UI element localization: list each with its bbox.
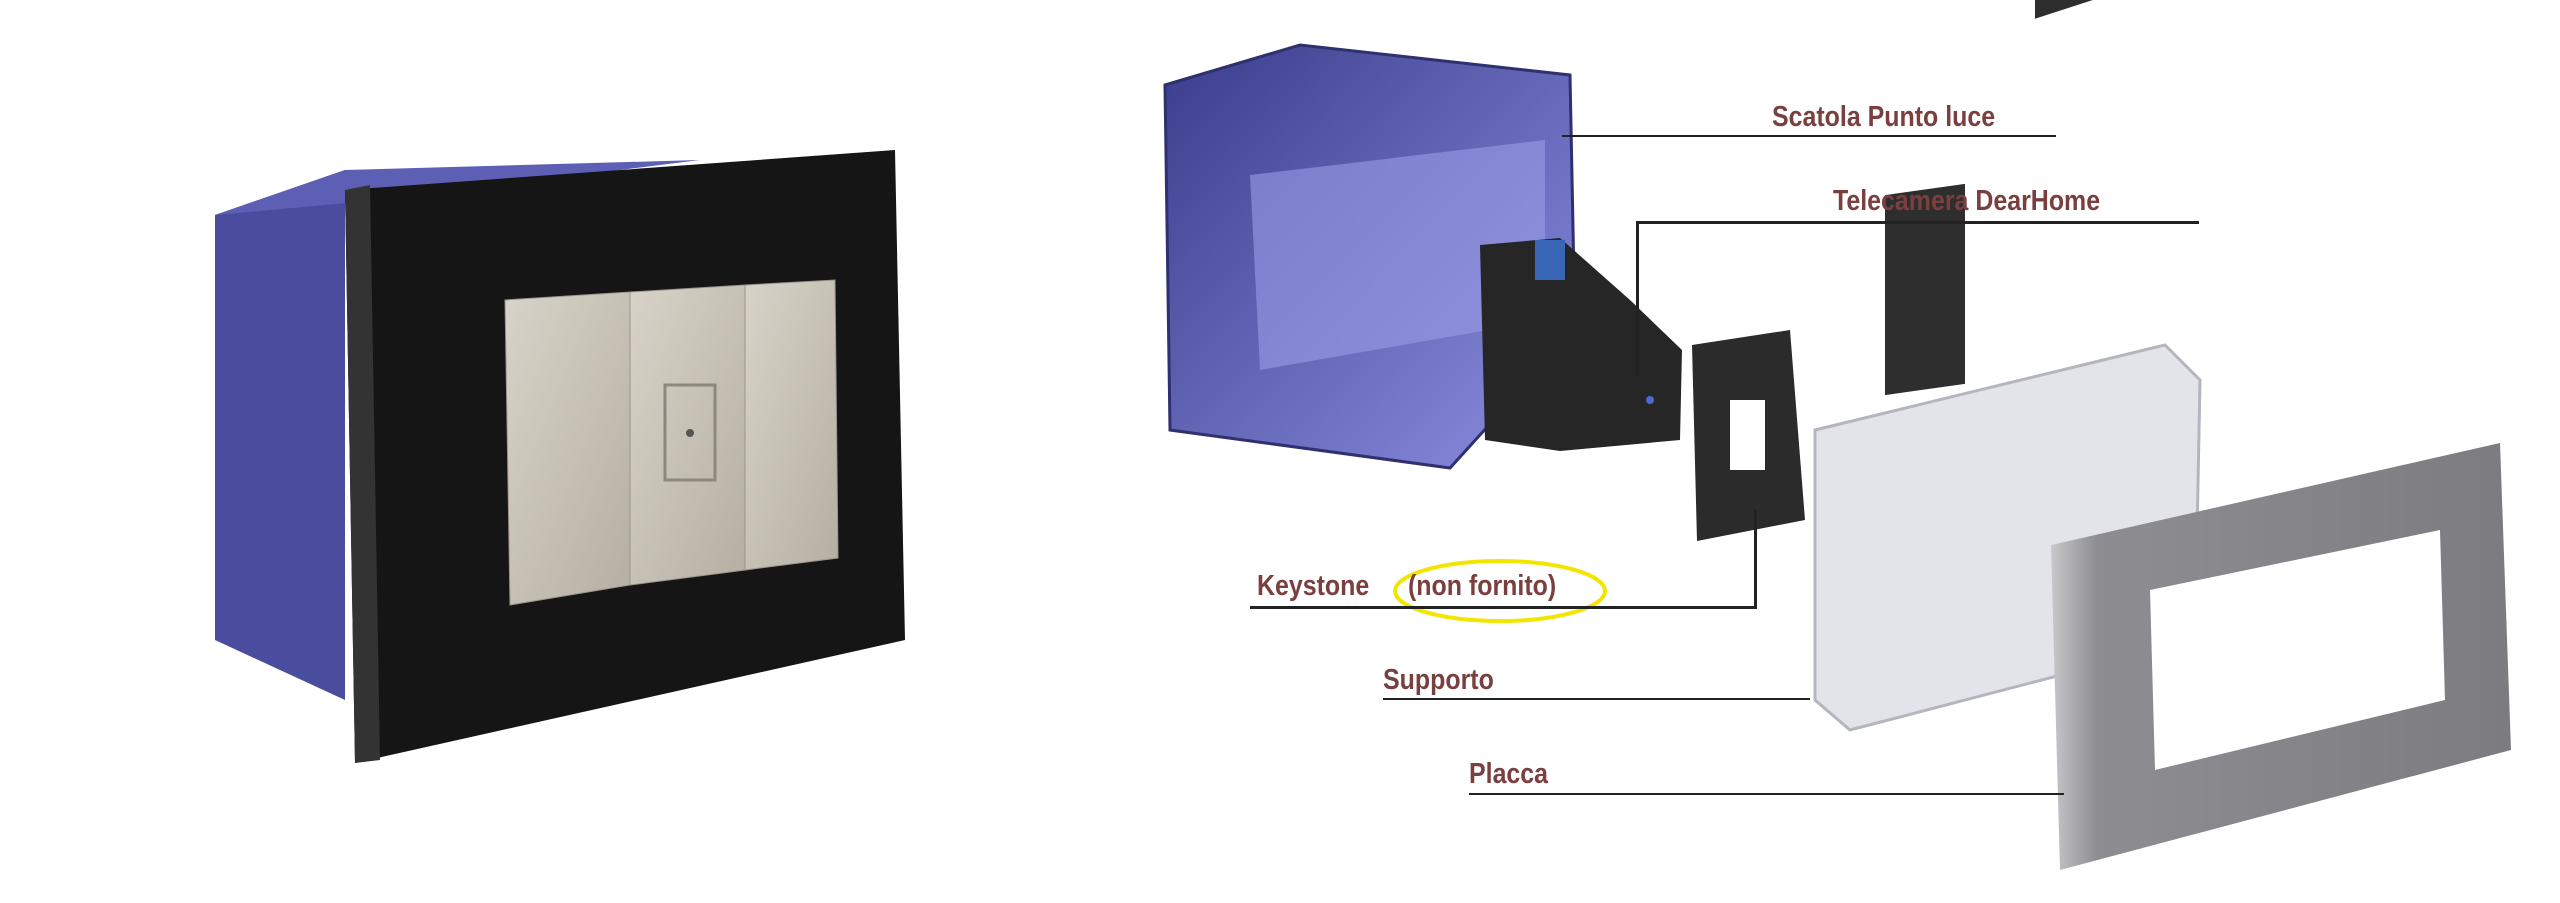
box-inner	[1250, 140, 1545, 370]
assembled-product	[215, 150, 905, 763]
switch-module-left	[504, 291, 631, 606]
camera-terminals	[1535, 240, 1565, 280]
camera-part-lens	[1646, 396, 1654, 404]
label-placca: Placca	[1469, 758, 1549, 790]
leader-line-plate	[1469, 793, 2064, 795]
support-module-right	[2035, 0, 2115, 19]
label-supporto: Supporto	[1383, 664, 1494, 696]
leader-line-keystone	[1250, 606, 1756, 609]
keystone-frame-opening	[1730, 400, 1765, 470]
leader-line-keystone-vertical	[1754, 509, 1757, 609]
camera-lens-frame	[663, 383, 717, 482]
switch-module-right	[744, 279, 839, 571]
leader-line-box	[1562, 135, 2056, 137]
label-keystone-note: (non fornito)	[1408, 570, 1557, 602]
camera-part	[1480, 238, 1682, 451]
exploded-view	[1163, 0, 2511, 870]
flush-box-back	[215, 170, 345, 700]
black-plate-edge	[345, 185, 380, 763]
label-keystone: Keystone	[1257, 570, 1370, 602]
leader-line-camera-vertical	[1636, 221, 1639, 377]
leader-line-support	[1383, 698, 1810, 700]
highlight-ellipse	[1393, 559, 1607, 623]
plate-window	[2150, 530, 2445, 770]
support-module-left	[1885, 183, 1965, 396]
label-telecamera-dearhome: Telecamera DearHome	[1833, 185, 2101, 217]
label-scatola-punto-luce: Scatola Punto luce	[1772, 101, 1996, 133]
leader-line-camera	[1636, 221, 2199, 224]
camera-lens-icon	[686, 429, 694, 437]
